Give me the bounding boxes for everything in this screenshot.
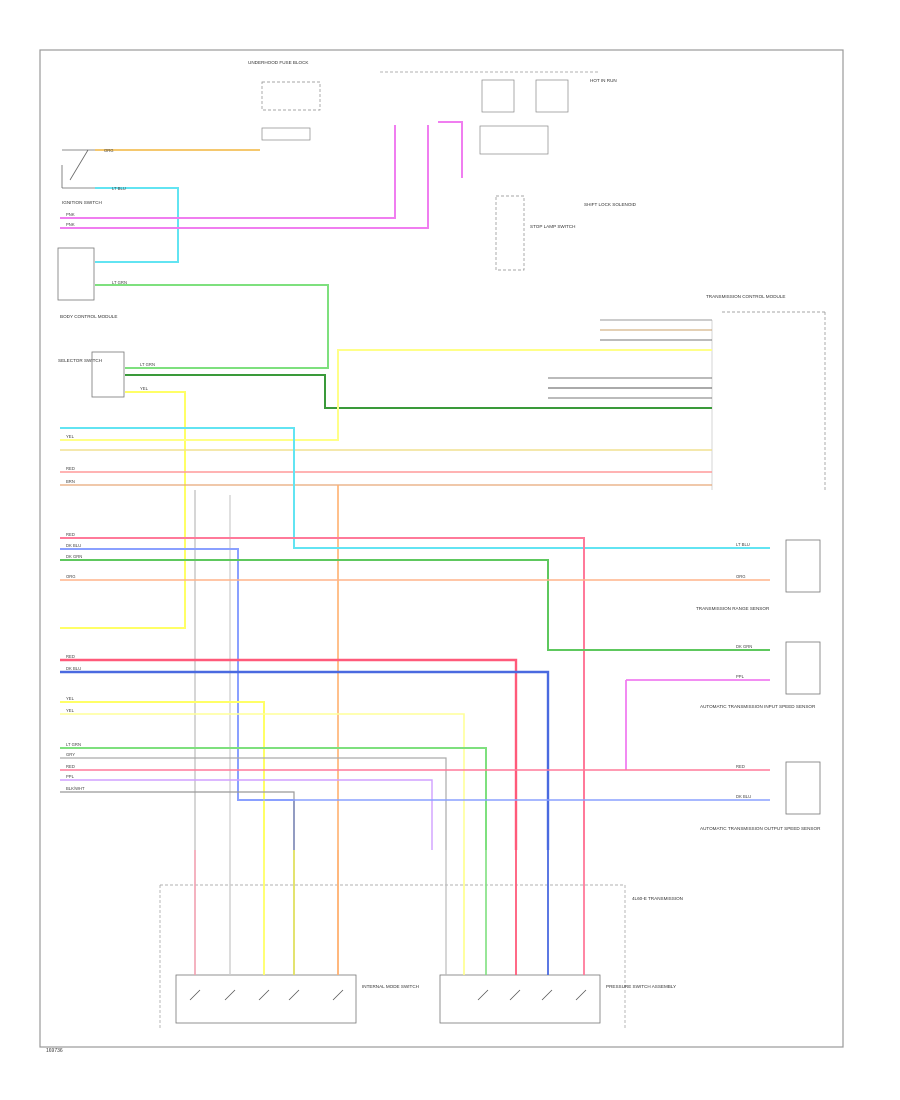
tcm-label: TRANSMISSION CONTROL MODULE bbox=[706, 294, 785, 299]
wire-label-3: PNK bbox=[66, 212, 75, 217]
wire-dk-blu-2 bbox=[60, 670, 550, 850]
wire-label-24: LT BLU bbox=[736, 542, 750, 547]
wire-red-2 bbox=[60, 537, 585, 850]
internal-mode-switch-label: INTERNAL MODE SWITCH bbox=[362, 984, 419, 989]
input-speed-sensor: AUTOMATIC TRANSMISSION INPUT SPEED SENSO… bbox=[700, 641, 821, 709]
pressure-switch-label: PRESSURE SWITCH ASSEMBLY bbox=[606, 984, 676, 989]
wire-label-18: YEL bbox=[66, 708, 75, 713]
wire-red-3 bbox=[60, 658, 518, 850]
trans-range-sensor-label: TRANSMISSION RANGE SENSOR bbox=[696, 606, 770, 611]
wire-yel-3 bbox=[60, 701, 265, 850]
wire-label-10: BRN bbox=[66, 479, 75, 484]
ignition-switch-label: IGNITION SWITCH bbox=[62, 200, 102, 205]
wire-lt-blu-1 bbox=[95, 187, 179, 263]
transmission-assembly: 4L60-E TRANSMISSION INTERNAL MODE SWITCH… bbox=[159, 884, 683, 1028]
wire-label-14: ORG bbox=[66, 574, 76, 579]
wire-label-4: PNK bbox=[66, 222, 75, 227]
wire-dk-blu-1 bbox=[60, 548, 295, 850]
underhood-fuse-block: UNDERHOOD FUSE BLOCK bbox=[248, 60, 321, 141]
wire-dk-grn-1 bbox=[125, 374, 712, 409]
transmission-label: 4L60-E TRANSMISSION bbox=[632, 896, 683, 901]
vehicle-speed-sensor: AUTOMATIC TRANSMISSION OUTPUT SPEED SENS… bbox=[700, 761, 821, 831]
relay-group: HOT IN RUN bbox=[380, 71, 617, 155]
wire-yel-1 bbox=[60, 391, 186, 629]
wire-pnk-2 bbox=[60, 125, 429, 229]
wire-gry-4 bbox=[60, 791, 295, 850]
wire-label-17: YEL bbox=[66, 696, 75, 701]
wire-lt-grn-2 bbox=[60, 559, 770, 651]
wire-ppl-3 bbox=[60, 779, 433, 850]
wire-yel-4 bbox=[60, 713, 465, 850]
wire-pnk-3 bbox=[438, 121, 463, 178]
body-control-module: BODY CONTROL MODULE bbox=[57, 247, 117, 319]
hot-run-label: HOT IN RUN bbox=[590, 78, 617, 83]
stop-lamp-switch-label: STOP LAMP SWITCH bbox=[530, 224, 575, 229]
ignition-switch: IGNITION SWITCH bbox=[61, 149, 102, 205]
wire-yel-2 bbox=[60, 349, 712, 441]
transmission-control-module: TRANSMISSION CONTROL MODULE bbox=[706, 294, 826, 492]
trans-range-sensor: TRANSMISSION RANGE SENSOR bbox=[696, 539, 821, 611]
wire-gry-3 bbox=[60, 757, 447, 850]
wire-label-9: RED bbox=[66, 466, 75, 471]
wire-label-1: ORG bbox=[104, 148, 114, 153]
shift-lock-solenoid-label: SHIFT LOCK SOLENOID bbox=[584, 202, 637, 207]
wire-label-13: DK GRN bbox=[66, 554, 82, 559]
output-speed-sensor-label: AUTOMATIC TRANSMISSION OUTPUT SPEED SENS… bbox=[700, 826, 821, 831]
wire-label-20: GRY bbox=[66, 752, 75, 757]
stop-lamp-switch: STOP LAMP SWITCH SHIFT LOCK SOLENOID bbox=[495, 195, 637, 271]
wire-label-11: RED bbox=[66, 532, 75, 537]
input-speed-sensor-label: AUTOMATIC TRANSMISSION INPUT SPEED SENSO… bbox=[700, 704, 816, 709]
wire-label-25: ORG bbox=[736, 574, 746, 579]
wire-lt-grn-1 bbox=[95, 284, 329, 369]
wire-label-28: RED bbox=[736, 764, 745, 769]
selector-switch: SELECTOR SWITCH bbox=[58, 351, 125, 398]
wire-pnk-1 bbox=[60, 125, 396, 219]
wire-label-6: LT GRN bbox=[140, 362, 155, 367]
wire-label-22: PPL bbox=[66, 774, 75, 779]
internal-mode-switch-box bbox=[175, 974, 357, 1024]
wire-label-15: RED bbox=[66, 654, 75, 659]
wire-label-2: LT BLU bbox=[112, 186, 126, 191]
wire-lt-blu-2 bbox=[60, 427, 770, 549]
fuse-block-label: UNDERHOOD FUSE BLOCK bbox=[248, 60, 309, 65]
wire-label-23: BLK/WHT bbox=[66, 786, 85, 791]
wire-label-29: DK BLU bbox=[736, 794, 751, 799]
wire-label-21: RED bbox=[66, 764, 75, 769]
switch-contacts bbox=[189, 989, 587, 1001]
diagram-frame bbox=[39, 49, 844, 1048]
wire-label-12: DK BLU bbox=[66, 543, 81, 548]
wire-label-27: PPL bbox=[736, 674, 745, 679]
selector-switch-label: SELECTOR SWITCH bbox=[58, 358, 102, 363]
wire-label-8: YEL bbox=[66, 434, 75, 439]
wire-label-16: DK BLU bbox=[66, 666, 81, 671]
wire-label-19: LT GRN bbox=[66, 742, 81, 747]
bcm-label: BODY CONTROL MODULE bbox=[60, 314, 117, 319]
wire-label-5: LT GRN bbox=[112, 280, 127, 285]
transmission-wire-stubs bbox=[194, 850, 585, 975]
pressure-switch-box bbox=[439, 974, 601, 1024]
wire-label-26: DK GRN bbox=[736, 644, 752, 649]
diagram-code: 169736 bbox=[46, 1048, 63, 1054]
wire-label-7: YEL bbox=[140, 386, 149, 391]
wire-lt-grn-3 bbox=[60, 747, 487, 850]
